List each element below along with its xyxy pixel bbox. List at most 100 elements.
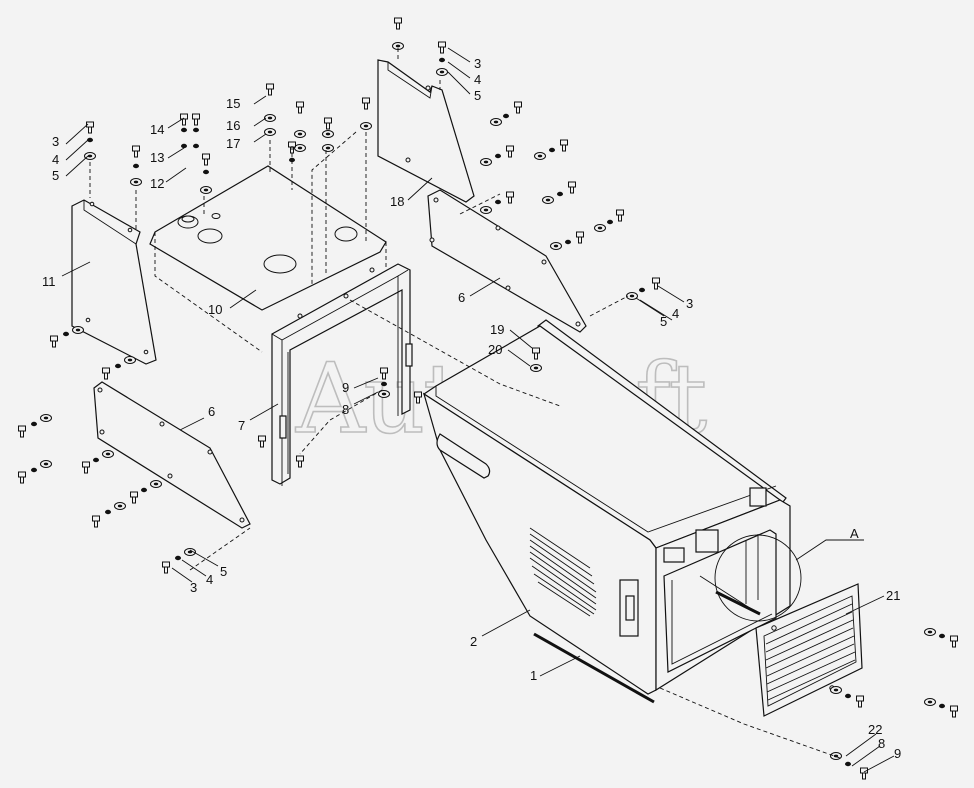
washer-icon: [360, 122, 372, 130]
callout-label-c-5c: 5: [660, 314, 667, 329]
right-side-panel: [377, 59, 475, 203]
washer-icon: [40, 460, 52, 468]
bolt-icon: [394, 17, 402, 30]
bolt-icon: [192, 113, 200, 126]
bolt-icon: [18, 471, 26, 484]
callout-label-c-20: 20: [488, 342, 502, 357]
nut-icon: [93, 457, 99, 463]
callout-label-c-7: 7: [238, 418, 245, 433]
washer-icon: [200, 186, 212, 194]
bolt-icon: [414, 391, 422, 404]
callout-label-c-4a: 4: [52, 152, 59, 167]
nut-icon: [193, 127, 199, 133]
callout-label-c-3d: 3: [190, 580, 197, 595]
callout-label-c-9b: 9: [894, 746, 901, 761]
callout-label-c-6b: 6: [208, 404, 215, 419]
nut-icon: [31, 467, 37, 473]
callout-label-c-10: 10: [208, 302, 222, 317]
washer-icon: [626, 292, 638, 300]
callout-label-c-9a: 9: [342, 380, 349, 395]
bolt-icon: [266, 83, 274, 96]
bolt-icon: [18, 425, 26, 438]
callout-label-c-8a: 8: [342, 402, 349, 417]
washer-icon: [924, 628, 936, 636]
washer-icon: [322, 144, 334, 152]
washer-icon: [264, 114, 276, 122]
nut-icon: [63, 331, 69, 337]
washer-icon: [130, 178, 142, 186]
left-side-panel: [71, 199, 157, 365]
washer-icon: [124, 356, 136, 364]
grille-slats: [765, 603, 856, 701]
bolt-icon: [86, 121, 94, 134]
seal-strip: [533, 632, 655, 704]
washer-icon: [550, 242, 562, 250]
bolt-icon: [180, 113, 188, 126]
side-vent-louvres: [529, 527, 597, 617]
bolt-icon: [324, 117, 332, 130]
washer-icon: [40, 414, 52, 422]
right-cover-plate: [427, 189, 587, 333]
washer-icon: [830, 752, 842, 760]
nut-icon: [845, 761, 851, 767]
nut-icon: [557, 191, 563, 197]
washer-icon: [102, 450, 114, 458]
callout-label-c-4c: 4: [672, 306, 679, 321]
nut-icon: [939, 703, 945, 709]
bolt-icon: [560, 139, 568, 152]
washer-icon: [378, 390, 390, 398]
callout-label-c-12: 12: [150, 176, 164, 191]
washer-icon: [542, 196, 554, 204]
front-grille: [755, 583, 863, 717]
bolt-icon: [362, 97, 370, 110]
washer-icon: [114, 502, 126, 510]
bolt-icon: [950, 705, 958, 718]
detail-a-label: A: [850, 526, 859, 541]
front-frame: [271, 263, 413, 486]
washer-icon: [84, 152, 96, 160]
top-plate: [149, 165, 387, 353]
nut-icon: [495, 153, 501, 159]
callout-label-c-15: 15: [226, 96, 240, 111]
bolt-icon: [568, 181, 576, 194]
nut-icon: [115, 363, 121, 369]
bolt-icon: [616, 209, 624, 222]
bolt-icon: [102, 367, 110, 380]
bolt-icon: [506, 191, 514, 204]
callout-label-c-1: 1: [530, 668, 537, 683]
callout-label-c-8b: 8: [878, 736, 885, 751]
washer-icon: [830, 686, 842, 694]
washer-icon: [924, 698, 936, 706]
washer-icon: [436, 68, 448, 76]
leader-lines: [61, 47, 895, 773]
nut-icon: [639, 287, 645, 293]
callout-label-c-4b: 4: [474, 72, 481, 87]
callout-label-c-13: 13: [150, 150, 164, 165]
washer-icon: [480, 158, 492, 166]
bolt-icon: [162, 561, 170, 574]
callout-label-c-4d: 4: [206, 572, 213, 587]
callout-label-c-5a: 5: [52, 168, 59, 183]
washer-icon: [594, 224, 606, 232]
nut-icon: [381, 381, 387, 387]
washer-icon: [150, 480, 162, 488]
bolt-icon: [258, 435, 266, 448]
bolt-icon: [92, 515, 100, 528]
nut-icon: [105, 509, 111, 515]
nut-icon: [31, 421, 37, 427]
callout-label-c-5b: 5: [474, 88, 481, 103]
detail-a-circle: [714, 534, 802, 622]
nut-icon: [607, 219, 613, 225]
callout-label-c-3b: 3: [474, 56, 481, 71]
nut-icon: [87, 137, 93, 143]
washer-icon: [184, 548, 196, 556]
bolt-icon: [296, 455, 304, 468]
nut-icon: [175, 555, 181, 561]
bolt-icon: [652, 277, 660, 290]
washer-icon: [480, 206, 492, 214]
callout-label-c-16: 16: [226, 118, 240, 133]
callout-label-c-2: 2: [470, 634, 477, 649]
nut-icon: [133, 163, 139, 169]
